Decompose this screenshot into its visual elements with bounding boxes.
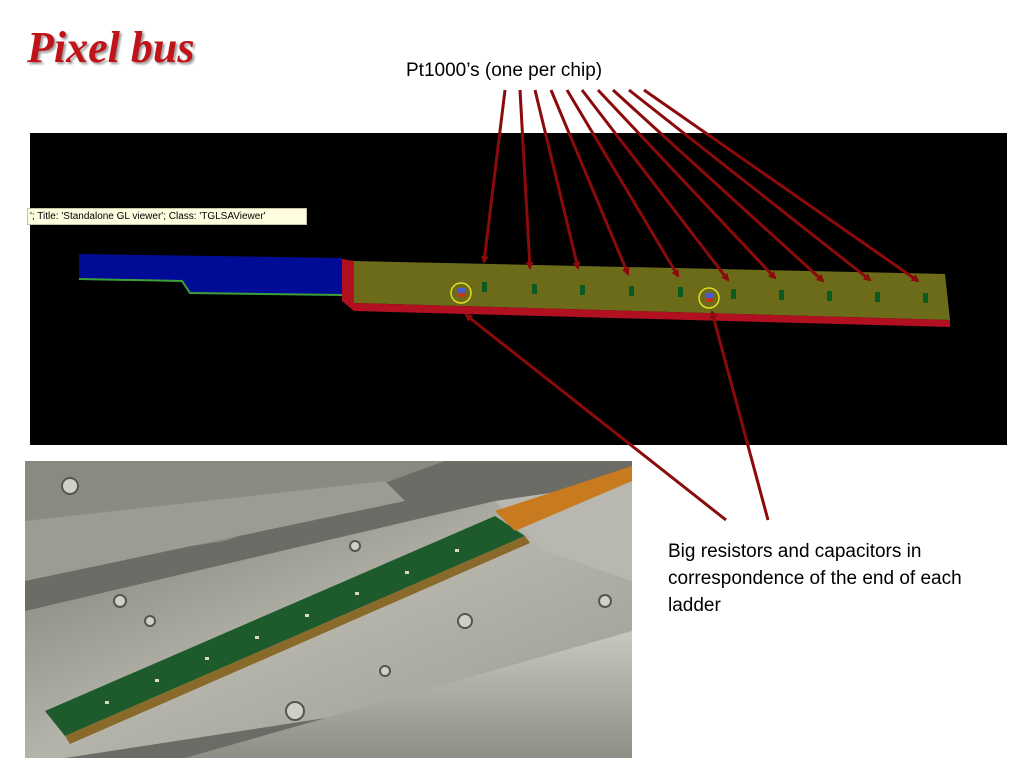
detector-photo [25, 461, 632, 758]
resistor-capacitor-highlight-2 [698, 287, 720, 309]
pt1000-marker [678, 287, 683, 297]
bus-red-end [342, 259, 354, 311]
pt1000-label: Pt1000’s (one per chip) [406, 60, 603, 81]
pt1000-marker [875, 292, 880, 302]
resistor-capacitor-highlight-1 [450, 282, 472, 304]
pt1000-marker [731, 289, 736, 299]
pt1000-marker [779, 290, 784, 300]
pt1000-marker [629, 286, 634, 296]
viewer-tooltip: '; Title: 'Standalone GL viewer'; Class:… [27, 208, 307, 225]
pt1000-marker [532, 284, 537, 294]
detector-photo-illustration [25, 461, 632, 758]
blue-extender [79, 254, 342, 295]
pt1000-marker [580, 285, 585, 295]
pt1000-marker [482, 282, 487, 292]
pixel-bus-3d-render [78, 254, 950, 327]
gl-viewer-render [30, 133, 1007, 445]
pt1000-markers [482, 282, 928, 303]
pt1000-marker [923, 293, 928, 303]
resistors-capacitors-label: Big resistors and capacitors in correspo… [668, 541, 962, 616]
pt1000-marker [827, 291, 832, 301]
extender-green-edge [78, 278, 343, 296]
slide-title: Pixel bus [27, 23, 195, 72]
